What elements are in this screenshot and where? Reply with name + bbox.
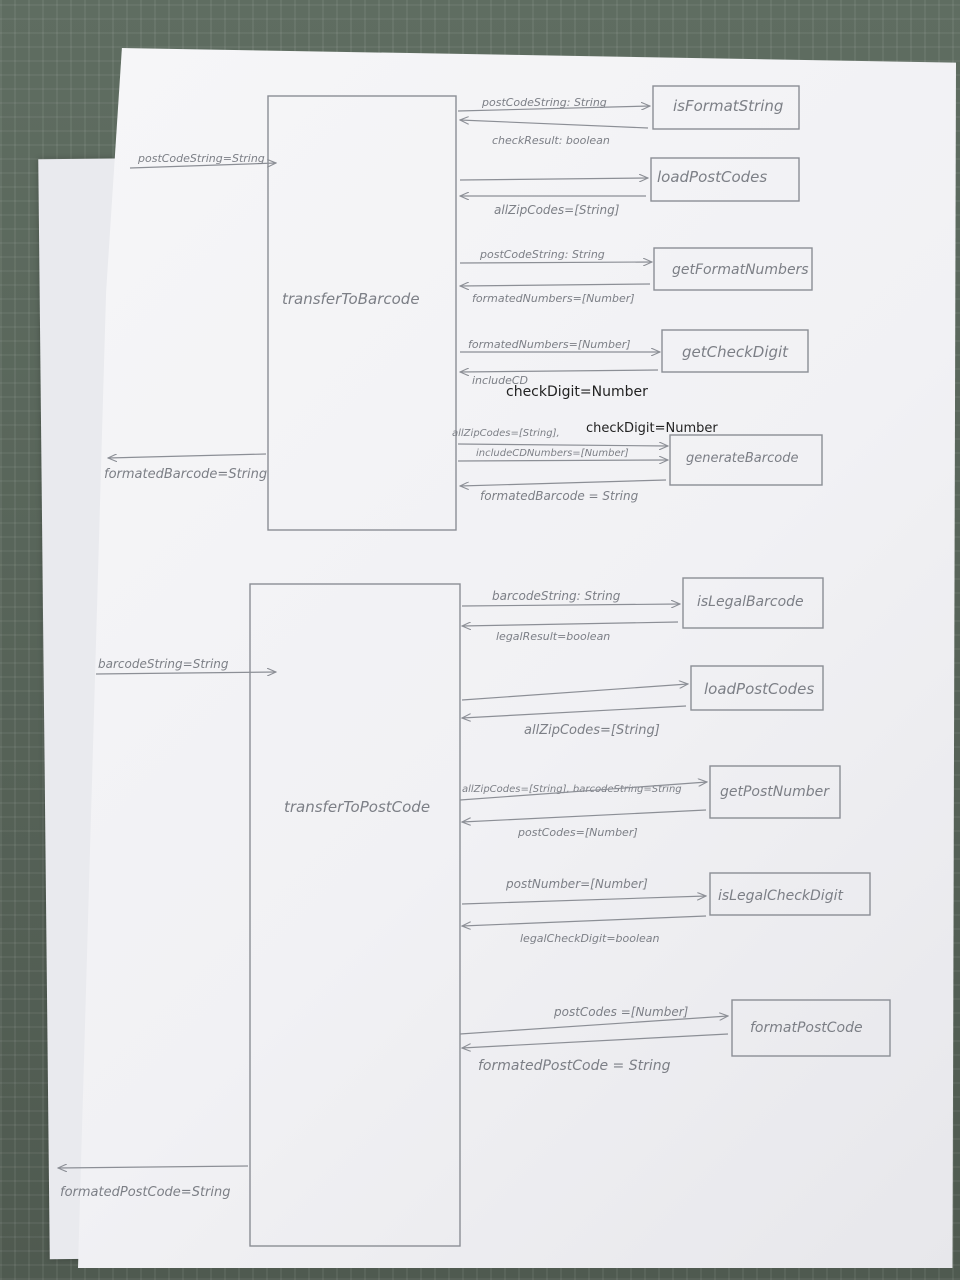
send-arrow-isLegalCheckDigit — [461, 896, 706, 905]
method-label-isFormatString: isFormatString — [673, 97, 783, 115]
send-arrow-loadPostCodes-bottom — [461, 684, 688, 701]
return-label-getFormatNumbers: formatedNumbers=[Number] — [472, 292, 635, 305]
send-label-getPostNumber: allZipCodes=[String], barcodeString=Stri… — [462, 784, 682, 795]
lifeline-label-transferToPostCode: transferToPostCode — [284, 798, 430, 816]
send-arrow-b-generateBarcode — [457, 460, 668, 461]
method-label-isLegalBarcode: isLegalBarcode — [697, 594, 804, 610]
send-arrow-isFormatString — [457, 106, 650, 112]
return-arrow-generateBarcode — [460, 479, 667, 486]
send-arrow-loadPostCodes-top — [459, 178, 648, 180]
return-label-getCheckDigit: includeCD — [472, 374, 528, 387]
method-label-loadPostCodes-top: loadPostCodes — [657, 168, 767, 186]
send-arrow-getFormatNumbers — [459, 262, 652, 263]
return-label-generateBarcode: formatedBarcode = String — [480, 489, 639, 503]
method-label-getPostNumber: getPostNumber — [720, 784, 830, 800]
external-in-arrow-bottom — [95, 672, 276, 674]
external-out-arrow-top — [108, 453, 267, 458]
return-arrow-formatPostCode — [462, 1033, 729, 1048]
return-label-formatPostCode: formatedPostCode = String — [478, 1058, 671, 1074]
return-label-loadPostCodes-bottom: allZipCodes=[String] — [524, 723, 660, 738]
method-label-loadPostCodes-bottom: loadPostCodes — [704, 680, 814, 698]
method-box-isLegalCheckDigit — [709, 872, 871, 916]
external-in-arrow-top — [129, 163, 276, 169]
external-in-label-bottom: barcodeString=String — [98, 657, 229, 671]
return-arrow-isLegalBarcode — [462, 621, 679, 626]
send-label-pen-generateBarcode: checkDigit=Number — [586, 421, 718, 436]
return-arrow-getCheckDigit — [460, 370, 659, 372]
method-box-loadPostCodes-top — [650, 157, 800, 202]
external-out-arrow-bottom — [58, 1166, 249, 1168]
send-label-isLegalCheckDigit: postNumber=[Number] — [505, 877, 648, 891]
method-box-isFormatString — [652, 85, 800, 130]
lifeline-label-transferToBarcode: transferToBarcode — [282, 290, 420, 308]
lifeline-box-transferToPostCode — [249, 583, 461, 1247]
send-label-b-generateBarcode: includeCDNumbers=[Number] — [476, 448, 629, 459]
paper-sheet — [78, 48, 956, 1268]
method-box-getCheckDigit — [661, 329, 809, 373]
send-label-getFormatNumbers: postCodeString: String — [479, 248, 605, 261]
external-in-label-top: postCodeString=String — [137, 152, 265, 165]
return-label-getPostNumber: postCodes=[Number] — [517, 826, 638, 839]
return-arrow-getPostNumber — [462, 809, 707, 822]
external-out-label-top: formatedBarcode=String — [104, 467, 267, 482]
send-label-isFormatString: postCodeString: String — [481, 96, 607, 109]
method-label-formatPostCode: formatPostCode — [750, 1020, 863, 1036]
send-label-formatPostCode: postCodes =[Number] — [553, 1005, 689, 1019]
return-arrow-loadPostCodes-bottom — [462, 705, 687, 718]
lifeline-box-transferToBarcode — [267, 95, 457, 531]
return-label-pen-getCheckDigit: checkDigit=Number — [506, 384, 648, 400]
method-box-loadPostCodes-bottom — [690, 665, 824, 711]
send-label-isLegalBarcode: barcodeString: String — [492, 589, 621, 603]
method-box-formatPostCode — [731, 999, 891, 1057]
method-box-getFormatNumbers — [653, 247, 813, 291]
method-box-getPostNumber — [709, 765, 841, 819]
method-label-getCheckDigit: getCheckDigit — [682, 343, 789, 361]
send-label-getCheckDigit: formatedNumbers=[Number] — [468, 338, 631, 351]
external-out-label-bottom: formatedPostCode=String — [60, 1185, 231, 1200]
send-label-a-generateBarcode: allZipCodes=[String], — [452, 428, 560, 439]
method-box-generateBarcode — [669, 434, 823, 486]
send-arrow-isLegalBarcode — [461, 604, 680, 606]
return-arrow-isFormatString — [460, 120, 649, 129]
return-label-isLegalCheckDigit: legalCheckDigit=boolean — [520, 932, 660, 945]
return-arrow-isLegalCheckDigit — [462, 915, 707, 926]
return-label-loadPostCodes-top: allZipCodes=[String] — [494, 203, 620, 217]
return-label-isLegalBarcode: legalResult=boolean — [496, 630, 610, 643]
send-arrow-getPostNumber — [459, 782, 707, 801]
method-label-getFormatNumbers: getFormatNumbers — [672, 262, 809, 278]
return-label-isFormatString: checkResult: boolean — [492, 134, 610, 147]
return-arrow-getFormatNumbers — [460, 284, 651, 286]
method-box-isLegalBarcode — [682, 577, 824, 629]
method-label-isLegalCheckDigit: isLegalCheckDigit — [718, 888, 843, 904]
send-arrow-a-generateBarcode — [457, 444, 668, 446]
send-arrow-formatPostCode — [459, 1016, 728, 1035]
method-label-generateBarcode: generateBarcode — [686, 451, 798, 466]
